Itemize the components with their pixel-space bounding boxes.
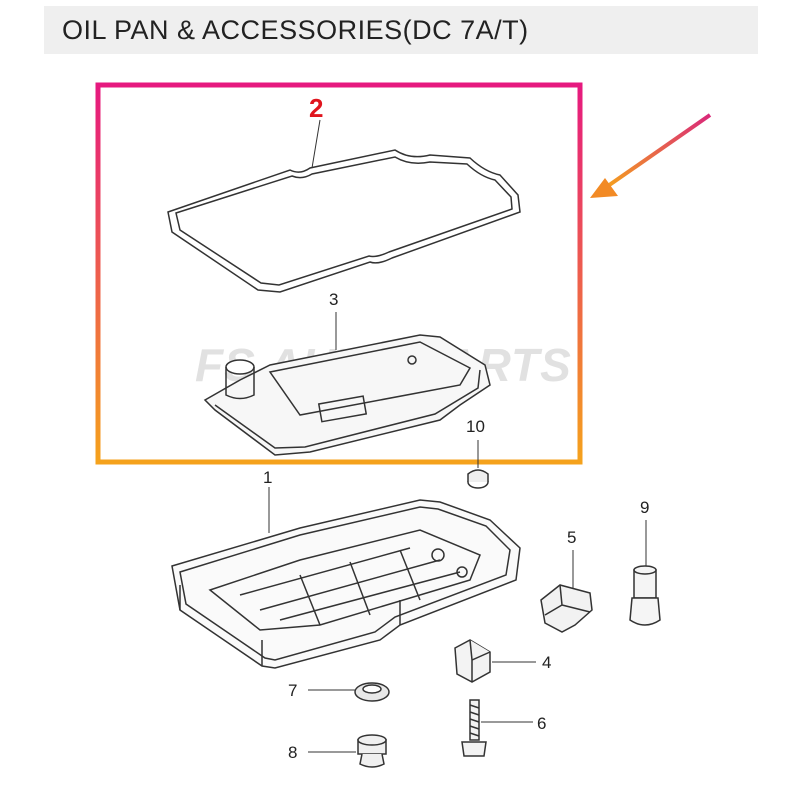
oil-pan-shape [171, 499, 521, 669]
connector-shape [629, 565, 661, 626]
callout-3: 3 [329, 290, 338, 309]
callout-1: 1 [263, 468, 272, 487]
callout-5: 5 [567, 528, 576, 547]
plug-shape [467, 469, 489, 489]
callout-2: 2 [309, 93, 323, 123]
bracket-shape [454, 639, 491, 683]
callout-4: 4 [542, 653, 551, 672]
bolt-shape [461, 699, 487, 757]
page-title: OIL PAN & ACCESSORIES(DC 7A/T) [62, 14, 529, 45]
callout-6: 6 [537, 714, 546, 733]
filter-shape [203, 334, 491, 456]
highlight-box [95, 82, 583, 465]
callout-9: 9 [640, 498, 649, 517]
callout-8: 8 [288, 743, 297, 762]
drain-plug-shape [357, 734, 387, 768]
callout-7: 7 [288, 681, 297, 700]
pointer-arrow-icon [590, 113, 712, 198]
gasket-shape [167, 149, 521, 293]
title-bar: OIL PAN & ACCESSORIES(DC 7A/T) [44, 6, 758, 54]
callout-10: 10 [466, 417, 485, 436]
leader-2 [311, 119, 321, 169]
clip-shape [540, 584, 593, 633]
seal-ring-shape [354, 682, 390, 702]
